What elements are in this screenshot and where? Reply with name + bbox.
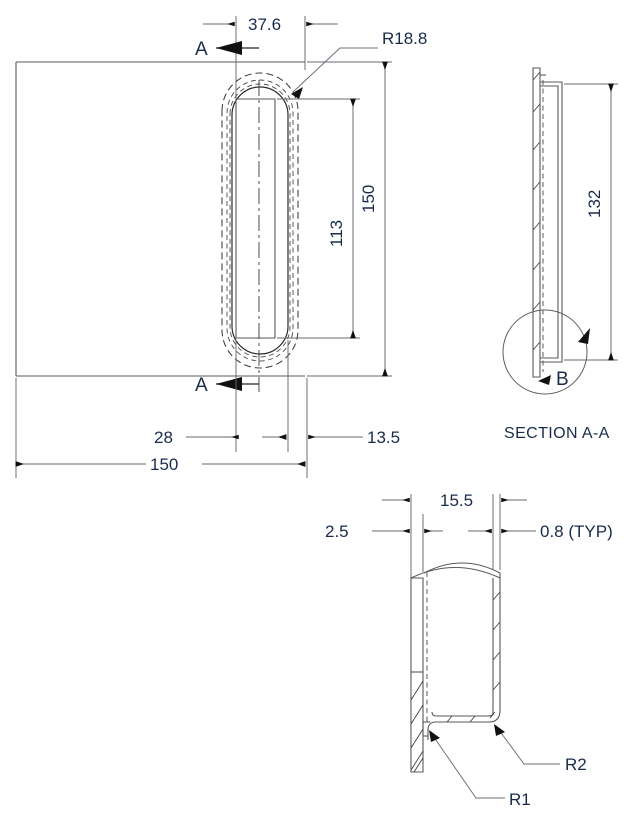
front-view-body-outline: [15, 61, 305, 377]
section-flange: [532, 67, 541, 378]
detail-letter-b: B: [556, 369, 569, 390]
dim-2-5: 2.5: [325, 522, 443, 541]
dim-overall-height: 150: [307, 61, 392, 377]
dim-text-37-6: 37.6: [248, 15, 281, 34]
detail-circle-b: [502, 309, 588, 395]
dim-text-150-h: 150: [150, 455, 178, 474]
section-letter-a-top: A: [195, 39, 208, 60]
section-channel-profile: [540, 74, 563, 363]
dim-text-150-v: 150: [359, 185, 378, 213]
slot-hidden-inner: [229, 83, 291, 358]
detail-view-group: 15.5 2.5 0.8 (TYP): [325, 491, 613, 809]
front-view-group: 37.6 R18.8 150 113 A: [15, 15, 427, 478]
dim-text-2-5: 2.5: [325, 522, 349, 541]
dim-text-132: 132: [585, 190, 604, 218]
leader-r2: R2: [494, 724, 587, 774]
dim-slot-height: 113: [277, 98, 360, 339]
dim-text-r2: R2: [565, 755, 587, 774]
section-letter-a-bottom: A: [195, 375, 208, 396]
dim-text-13-5: 13.5: [367, 428, 400, 447]
dim-28: 28: [154, 428, 287, 447]
section-view-title: SECTION A-A: [504, 425, 610, 442]
detail-flange-section: [410, 577, 424, 773]
dim-13-5: 13.5: [308, 428, 400, 447]
section-view-group: B 132 SECTION A-A: [502, 67, 618, 442]
dim-text-r1: R1: [509, 790, 531, 809]
detail-right-hatch: [492, 591, 501, 691]
dim-text-28: 28: [154, 428, 173, 447]
slot-visible-edge: [231, 86, 289, 355]
detail-channel-outline: [410, 562, 501, 740]
dim-text-0-8-typ: 0.8 (TYP): [540, 522, 613, 541]
section-mark-a-top: A: [195, 39, 259, 60]
dim-0-8-typ: 0.8 (TYP): [468, 522, 613, 541]
dim-15-5: 15.5: [382, 491, 527, 510]
slot-hidden-mid: [226, 79, 294, 362]
dim-slot-width: 37.6: [203, 15, 338, 34]
detail-mark-b: B: [538, 328, 590, 390]
leader-r18-8: R18.8: [291, 29, 427, 99]
dim-132: 132: [564, 83, 618, 361]
dim-text-r18-8: R18.8: [382, 29, 427, 48]
slot-inner-rect: [235, 98, 276, 339]
section-mark-a-bottom: A: [195, 375, 259, 396]
dim-overall-width: 150: [15, 454, 306, 474]
dim-text-15-5: 15.5: [440, 491, 473, 510]
detail-bottom-hatch: [446, 711, 496, 723]
leader-r1: R1: [429, 730, 531, 809]
dim-text-113: 113: [327, 220, 346, 247]
slot-hidden-outer: [221, 72, 299, 369]
